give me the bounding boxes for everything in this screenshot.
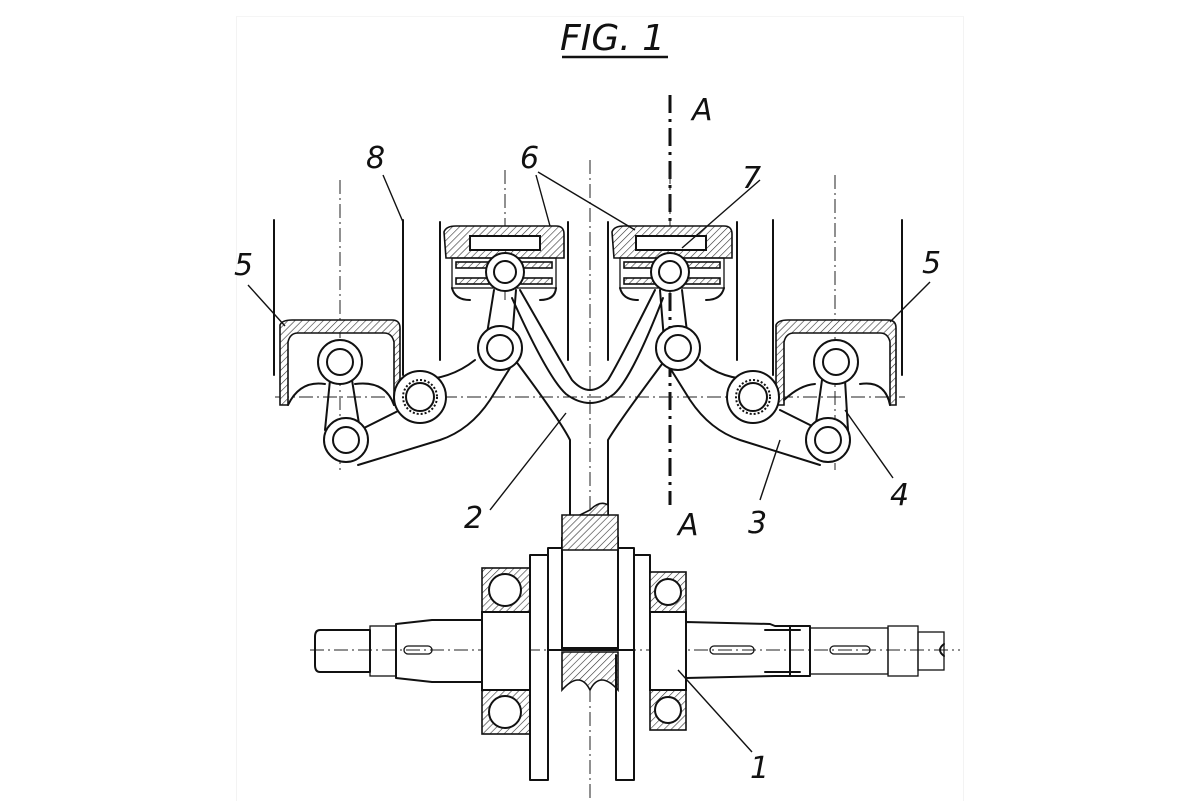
piston-inner-left <box>443 225 565 301</box>
label-2: 2 <box>464 501 483 536</box>
reference-labels: 5 8 6 7 5 2 3 4 1 <box>234 141 941 786</box>
cylinder-walls <box>273 219 903 376</box>
connecting-rod-y <box>511 289 666 541</box>
piston-outer-left <box>279 319 401 406</box>
label-5-right: 5 <box>922 246 941 281</box>
label-8: 8 <box>366 141 385 176</box>
piston-outer-right <box>775 319 897 406</box>
lever-left <box>317 325 523 466</box>
piston-inner-right <box>611 225 733 301</box>
crankshaft <box>314 514 945 781</box>
figure-title-text: FIG. 1 <box>560 18 665 59</box>
label-6: 6 <box>520 141 539 176</box>
label-5-left: 5 <box>234 248 253 283</box>
figure-title: FIG. 1 <box>560 18 668 59</box>
label-4: 4 <box>890 478 909 513</box>
label-3: 3 <box>748 506 767 541</box>
section-line-a: A A <box>668 93 713 543</box>
label-1: 1 <box>750 751 769 786</box>
section-mark-bottom: A <box>676 508 699 543</box>
label-7: 7 <box>742 161 761 196</box>
section-mark-top: A <box>690 93 713 128</box>
lever-right <box>655 325 859 466</box>
